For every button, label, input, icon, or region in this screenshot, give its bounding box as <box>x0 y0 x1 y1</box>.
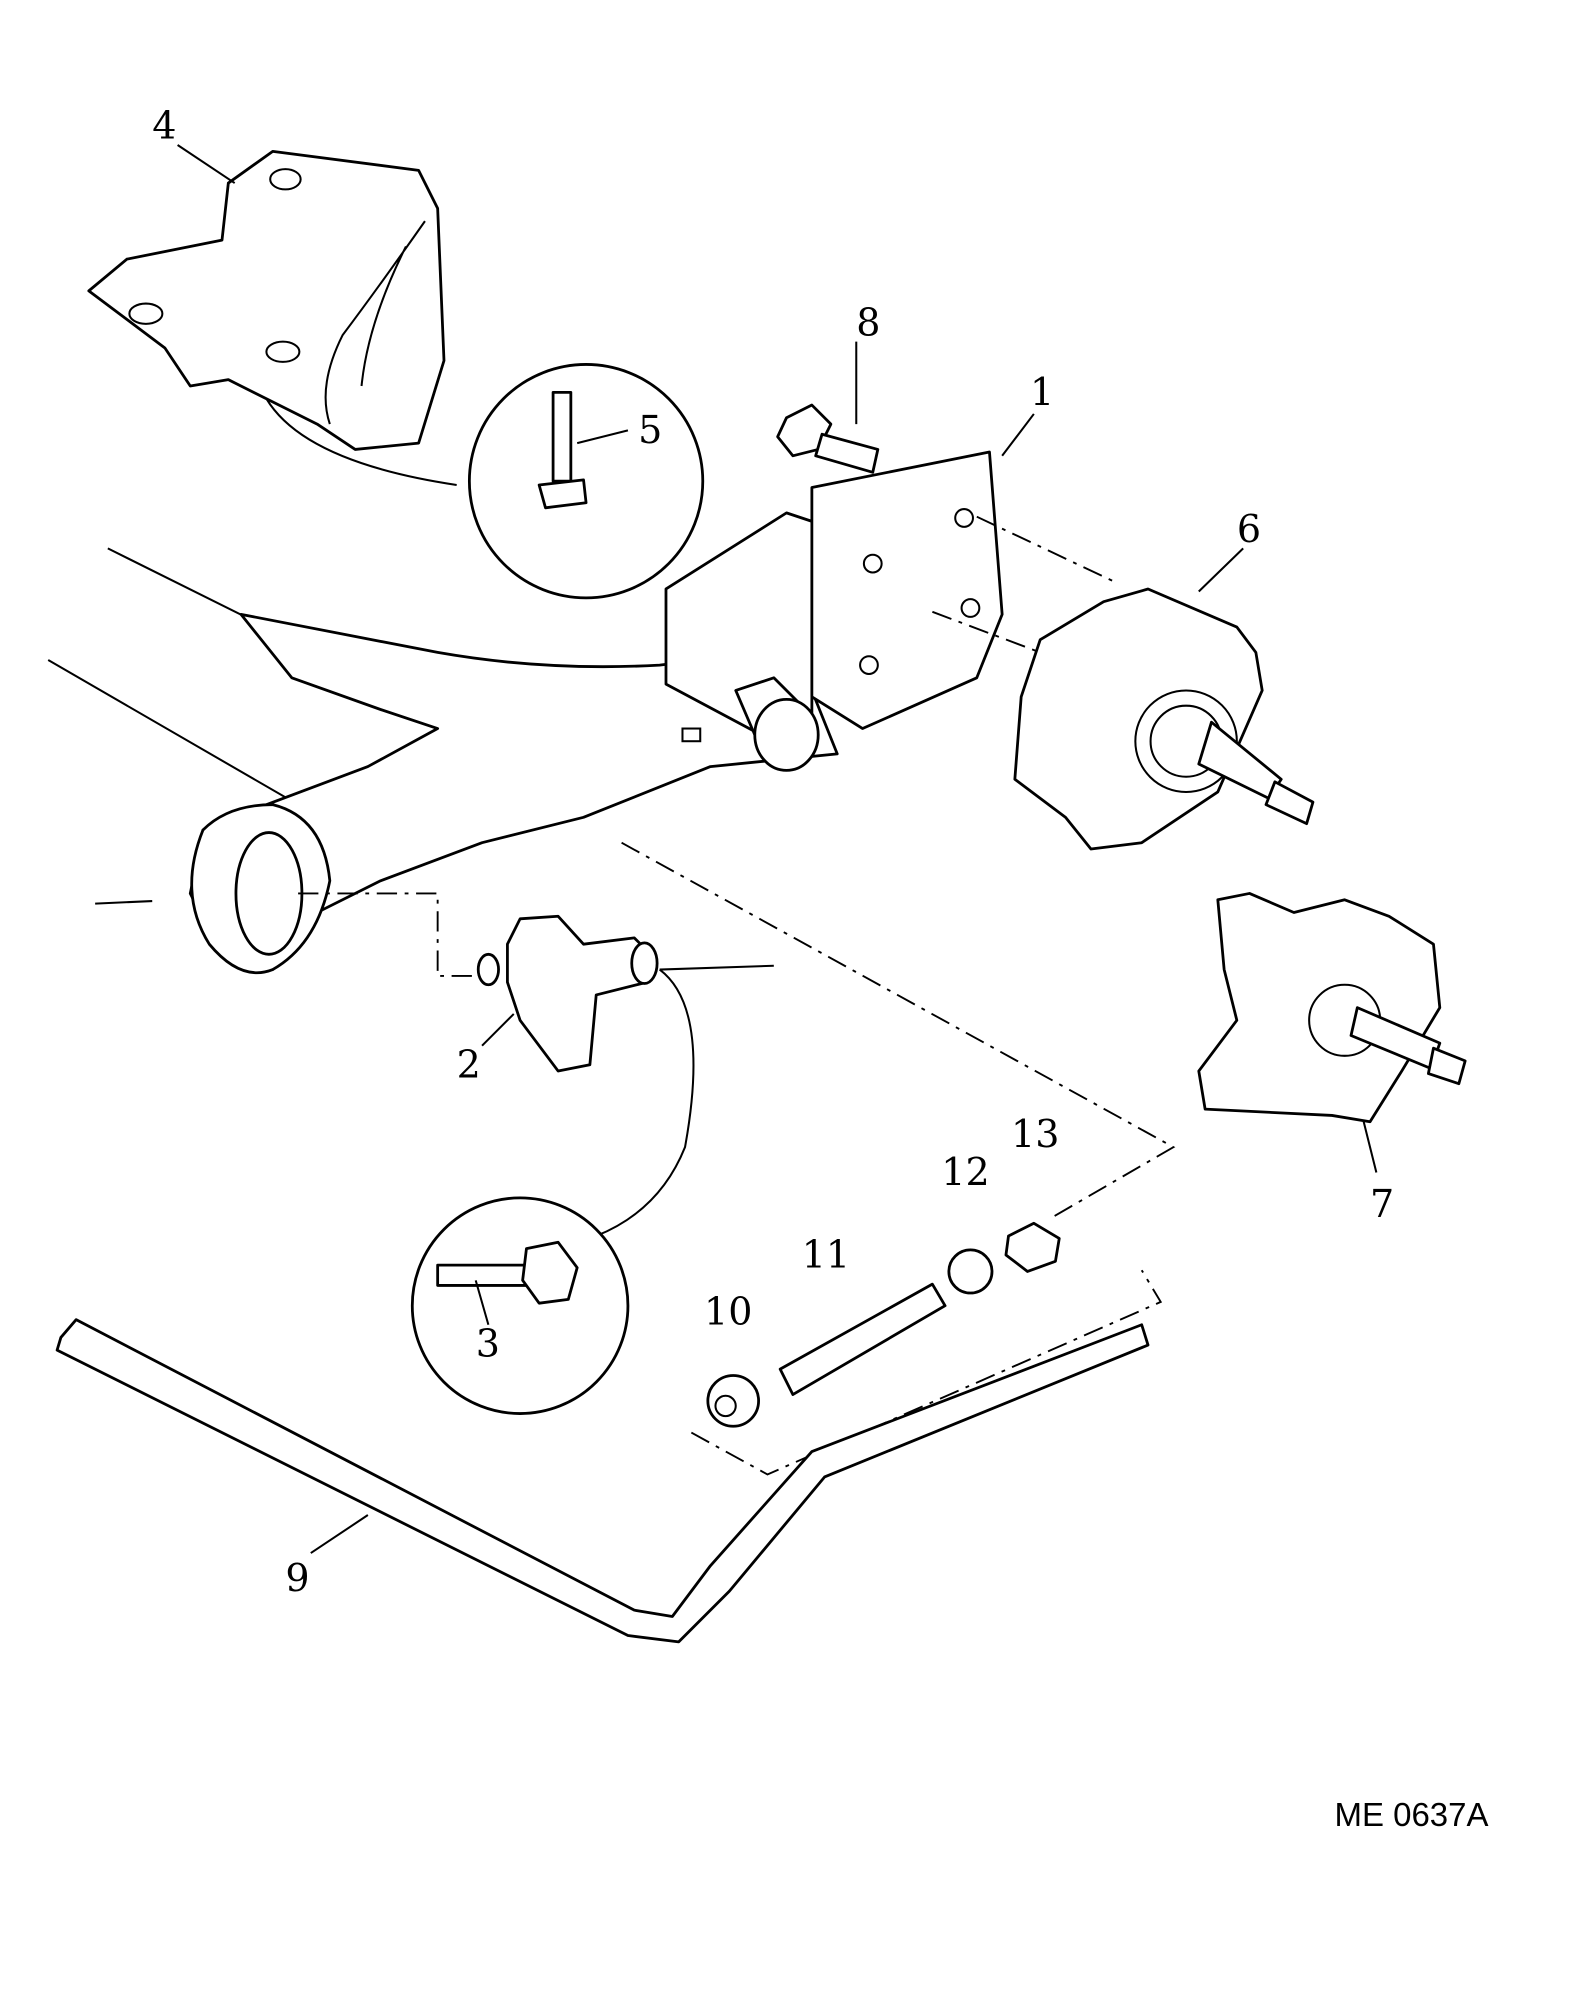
callout-3: 3 <box>476 1321 500 1365</box>
bracket <box>87 149 457 486</box>
callout-10: 10 <box>704 1290 752 1334</box>
callout-7: 7 <box>1370 1182 1394 1226</box>
bolt-8 <box>776 403 880 474</box>
stub-axle-hub-6 <box>932 515 1315 851</box>
callout-5: 5 <box>638 408 662 452</box>
callout-4: 4 <box>152 104 176 148</box>
callout-2: 2 <box>457 1042 481 1086</box>
stub-axle-hub-7 <box>1197 892 1467 1124</box>
callout-12: 12 <box>941 1150 989 1194</box>
callout-9: 9 <box>285 1556 309 1600</box>
bush-2 <box>298 892 774 1073</box>
axle-beam <box>47 450 1004 975</box>
fastener-set <box>621 841 1176 1476</box>
leader-lines <box>177 144 1378 1554</box>
callout-11: 11 <box>802 1233 850 1277</box>
callout-labels: 1 2 3 4 5 6 7 8 9 10 11 12 13 ME 0637A <box>152 104 1488 1833</box>
callout-6: 6 <box>1237 507 1261 551</box>
callout-13: 13 <box>1011 1112 1059 1156</box>
detail-circle-bolt-3 <box>410 968 695 1415</box>
callout-8: 8 <box>856 300 880 344</box>
anti-roll-bar-9 <box>55 1318 1150 1644</box>
detail-circle-bolt-5 <box>467 363 705 600</box>
reference-code: ME 0637A <box>1335 1796 1489 1833</box>
callout-1: 1 <box>1030 370 1054 414</box>
